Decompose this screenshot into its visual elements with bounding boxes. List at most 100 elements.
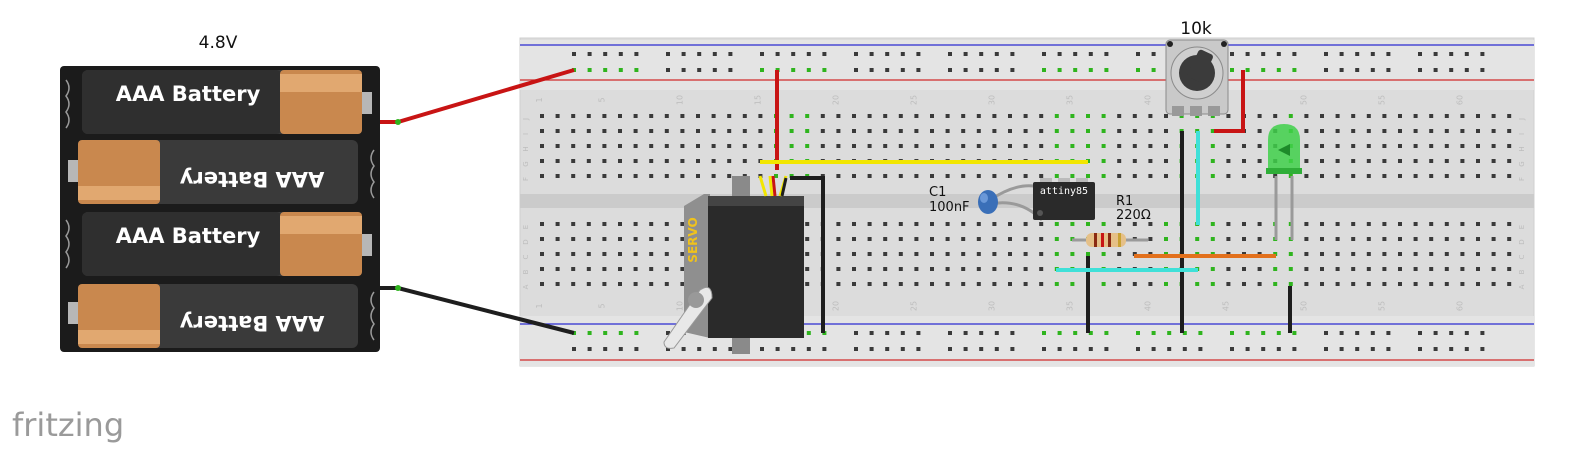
breadboard-hole <box>1008 237 1012 241</box>
breadboard-hole <box>1257 282 1262 286</box>
breadboard-hole <box>540 174 544 178</box>
breadboard-hole <box>930 282 934 286</box>
breadboard-hole <box>1008 174 1012 178</box>
breadboard-hole <box>1257 114 1262 118</box>
breadboard-hole <box>1382 144 1387 148</box>
breadboard-hole <box>1117 222 1122 226</box>
breadboard-hole <box>898 129 903 133</box>
breadboard-hole <box>1057 347 1062 351</box>
servo-motor: SERVO <box>663 175 804 354</box>
breadboard-hole <box>1148 237 1153 241</box>
column-number: 55 <box>1377 95 1386 105</box>
breadboard-hole <box>1086 252 1090 256</box>
breadboard-hole <box>1460 129 1465 133</box>
resistor-name: R1 <box>1116 194 1133 209</box>
breadboard-hole <box>727 144 732 148</box>
breadboard-hole <box>680 174 685 178</box>
breadboard-hole <box>680 144 685 148</box>
battery-cell-1-label: AAA Battery <box>116 82 261 106</box>
breadboard-hole <box>961 222 966 226</box>
row-label: B <box>1518 269 1526 274</box>
breadboard-hole <box>994 331 999 335</box>
breadboard-hole <box>664 129 669 133</box>
breadboard-hole <box>1444 222 1449 226</box>
wire-red-pot-power <box>1214 70 1245 133</box>
breadboard-hole <box>1335 282 1340 286</box>
breadboard-hole <box>1226 174 1231 178</box>
breadboard-hole <box>571 159 576 163</box>
breadboard-hole <box>885 347 890 351</box>
column-number: 10 <box>675 95 684 105</box>
breadboard-hole <box>883 282 888 286</box>
breadboard-hole <box>1320 252 1324 256</box>
breadboard-hole <box>1335 222 1340 226</box>
breadboard-hole <box>634 331 639 335</box>
breadboard-hole <box>587 52 592 56</box>
breadboard-hole <box>1042 68 1046 72</box>
breadboard-hole <box>1042 331 1046 335</box>
breadboard-hole <box>1418 52 1422 56</box>
breadboard-hole <box>728 347 733 351</box>
breadboard-hole <box>540 144 544 148</box>
breadboard-hole <box>664 159 669 163</box>
breadboard-hole <box>1429 129 1434 133</box>
breadboard-hole <box>1480 68 1485 72</box>
breadboard-hole <box>1398 144 1402 148</box>
breadboard-hole <box>758 144 763 148</box>
breadboard-hole <box>898 114 903 118</box>
breadboard-hole <box>948 52 952 56</box>
breadboard-hole <box>1304 282 1309 286</box>
breadboard-hole <box>1132 114 1137 118</box>
breadboard-hole <box>916 68 921 72</box>
breadboard-hole <box>1491 267 1496 271</box>
breadboard-hole <box>852 282 856 286</box>
breadboard-hole <box>602 114 607 118</box>
breadboard-hole <box>1008 114 1012 118</box>
breadboard-hole <box>1370 52 1375 56</box>
breadboard-hole <box>1413 159 1418 163</box>
breadboard-hole <box>1429 237 1434 241</box>
breadboard-hole <box>1117 159 1122 163</box>
row-label: A <box>1518 284 1526 289</box>
breadboard-hole <box>602 159 607 163</box>
breadboard-hole <box>540 282 544 286</box>
breadboard-hole <box>1088 331 1093 335</box>
breadboard-hole <box>1276 331 1281 335</box>
breadboard-hole <box>992 114 997 118</box>
breadboard-hole <box>852 144 856 148</box>
breadboard-hole <box>1070 114 1075 118</box>
column-number: 45 <box>1221 301 1230 311</box>
breadboard-hole <box>1339 68 1344 72</box>
breadboard-hole <box>1491 252 1496 256</box>
breadboard-hole <box>1023 267 1028 271</box>
breadboard-hole <box>1117 144 1122 148</box>
battery-pack: AAA Battery AAA Battery AAA Battery AAA … <box>60 66 380 352</box>
breadboard-hole <box>1226 282 1231 286</box>
breadboard-hole <box>1273 267 1278 271</box>
breadboard-hole <box>1335 237 1340 241</box>
breadboard-hole <box>883 252 888 256</box>
breadboard-hole <box>1086 222 1090 226</box>
breadboard-hole <box>664 114 669 118</box>
breadboard-hole <box>649 252 654 256</box>
column-number: 40 <box>1143 301 1152 311</box>
breadboard-hole <box>805 252 810 256</box>
breadboard-hole <box>1429 267 1434 271</box>
breadboard-hole <box>898 174 903 178</box>
row-label: D <box>522 239 530 244</box>
breadboard-hole <box>711 159 716 163</box>
breadboard-hole <box>1023 114 1028 118</box>
breadboard-hole <box>1210 174 1215 178</box>
breadboard-hole <box>1304 252 1309 256</box>
breadboard-hole <box>1366 282 1371 286</box>
breadboard-hole <box>634 52 639 56</box>
breadboard-hole <box>900 68 905 72</box>
breadboard-hole <box>555 174 560 178</box>
row-label: J <box>522 118 530 121</box>
breadboard-hole <box>618 159 622 163</box>
column-number: 40 <box>1143 95 1152 105</box>
breadboard-hole <box>885 331 890 335</box>
breadboard-hole <box>914 282 919 286</box>
breadboard-hole <box>1257 159 1262 163</box>
row-label: J <box>1518 118 1526 121</box>
